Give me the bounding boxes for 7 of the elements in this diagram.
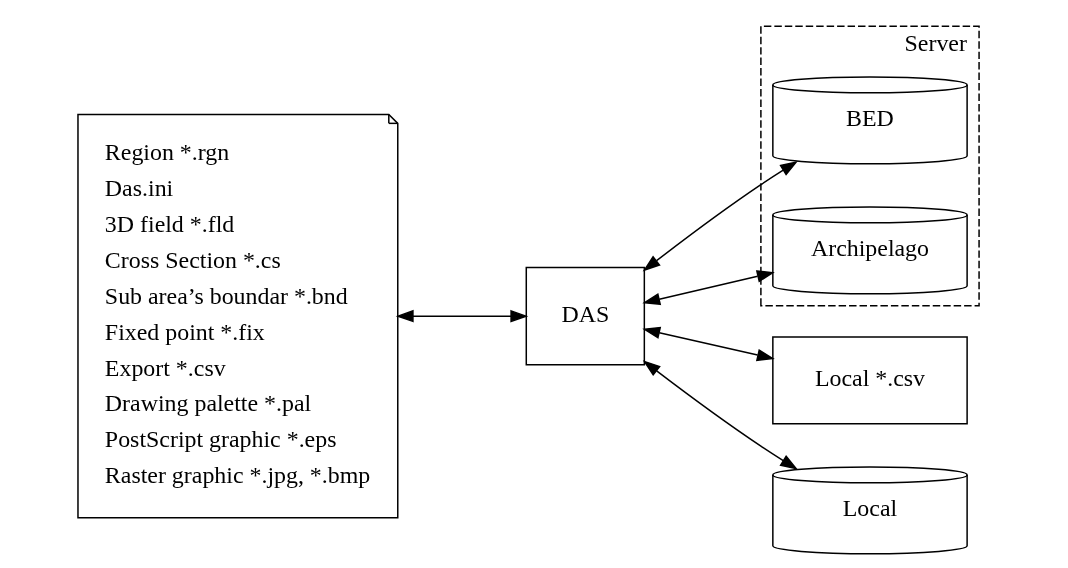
arrow bbox=[641, 270, 775, 306]
arrow bbox=[642, 161, 798, 272]
arrow bbox=[642, 360, 798, 470]
arrow bbox=[395, 309, 528, 323]
node-box: DAS bbox=[525, 266, 645, 366]
arrow bbox=[641, 326, 775, 362]
node-box: Local *.csv bbox=[771, 336, 968, 425]
